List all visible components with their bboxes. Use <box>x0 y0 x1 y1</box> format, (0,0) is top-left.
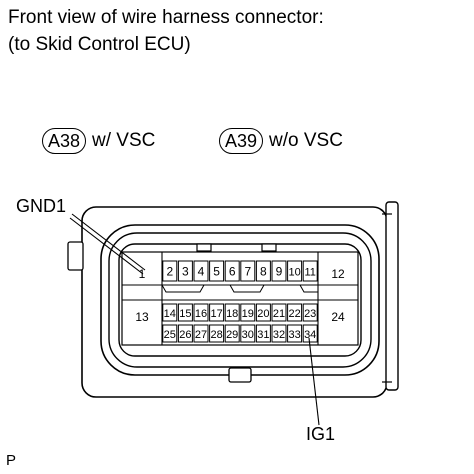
pin-number-33: 33 <box>288 329 300 341</box>
pin-number-4: 4 <box>198 265 205 279</box>
pin-number-7: 7 <box>244 265 251 279</box>
pin-cell-32 <box>271 324 287 343</box>
pin-cell-2 <box>162 260 178 282</box>
corner-mark: P <box>6 452 17 469</box>
bottom-key <box>228 367 252 383</box>
pin-number-5: 5 <box>213 265 220 279</box>
pin-cell-18 <box>224 303 240 322</box>
diagram-subtitle: (to Skid Control ECU) <box>8 34 191 55</box>
pin-number-34: 34 <box>304 329 316 341</box>
pin-number-6: 6 <box>229 265 236 279</box>
pin-cell-7 <box>240 260 256 282</box>
pin-number-8: 8 <box>260 265 267 279</box>
pin-cell-31 <box>255 324 271 343</box>
pin-cell-22 <box>287 303 303 322</box>
pin-cell-23 <box>302 303 318 322</box>
variant-a39: A39 w/o VSC <box>219 128 343 154</box>
pin-cell-11 <box>302 260 318 282</box>
pin-number-27: 27 <box>195 329 207 341</box>
left-lock-tab <box>67 241 84 271</box>
pin-cell-20 <box>255 303 271 322</box>
pin-number-15: 15 <box>179 308 191 320</box>
gnd1-leader-2 <box>69 217 144 275</box>
ig1-leader <box>308 337 320 426</box>
pin-cell-9 <box>271 260 287 282</box>
pin-cell-8 <box>255 260 271 282</box>
gnd1-label: GND1 <box>16 196 67 216</box>
pin-cell-10 <box>287 260 303 282</box>
terminal-grid-outline <box>121 251 359 346</box>
pin-number-25: 25 <box>164 329 176 341</box>
pin-number-17: 17 <box>210 308 222 320</box>
pin-cell-3 <box>177 260 193 282</box>
pin-number-29: 29 <box>226 329 238 341</box>
variant-a38: A38 w/ VSC <box>42 128 155 154</box>
pin-number-30: 30 <box>242 329 254 341</box>
pin-number-26: 26 <box>179 329 191 341</box>
pin-number-24: 24 <box>331 310 345 324</box>
gnd1-leader <box>71 213 146 271</box>
pin-number-20: 20 <box>257 308 269 320</box>
pin-cell-27 <box>193 324 209 343</box>
pin-cell-19 <box>240 303 256 322</box>
ig1-label: IG1 <box>306 424 336 444</box>
pin-number-9: 9 <box>276 265 283 279</box>
pin-cell-25 <box>162 324 178 343</box>
pin-cell-29 <box>224 324 240 343</box>
right-latch <box>385 201 399 391</box>
pin-cell-26 <box>177 324 193 343</box>
pin-number-31: 31 <box>257 329 269 341</box>
pin-cell-4 <box>193 260 209 282</box>
pin-number-18: 18 <box>226 308 238 320</box>
pin-cell-21 <box>271 303 287 322</box>
pin-cell-33 <box>287 324 303 343</box>
pin-cell-34 <box>302 324 318 343</box>
pin-number-3: 3 <box>182 265 189 279</box>
pin-cell-28 <box>209 324 225 343</box>
connector-code-a38: A38 <box>42 128 87 154</box>
pin-cell-15 <box>177 303 193 322</box>
pin-cell-5 <box>209 260 225 282</box>
pin-number-11: 11 <box>304 267 315 279</box>
pin-number-22: 22 <box>288 308 300 320</box>
top-key-left <box>196 243 212 252</box>
connector-code-a39: A39 <box>219 128 264 154</box>
pin-number-23: 23 <box>304 308 316 320</box>
pin-cell-6 <box>224 260 240 282</box>
pin-number-28: 28 <box>210 329 222 341</box>
pin-number-19: 19 <box>242 308 254 320</box>
pin-cell-14 <box>162 303 178 322</box>
variant-label-a38: w/ VSC <box>92 130 156 151</box>
pin-number-13: 13 <box>135 310 149 324</box>
top-key-right <box>261 243 277 252</box>
variant-label-a39: w/o VSC <box>269 130 343 151</box>
pin-cell-17 <box>209 303 225 322</box>
pin-number-16: 16 <box>195 308 207 320</box>
pin-number-21: 21 <box>273 308 285 320</box>
pin-number-12: 12 <box>331 267 345 281</box>
pin-number-10: 10 <box>288 267 300 279</box>
spacer-ridge <box>161 284 318 293</box>
diagram-title: Front view of wire harness connector: <box>8 7 324 28</box>
pin-cell-16 <box>193 303 209 322</box>
pin-number-2: 2 <box>166 265 173 279</box>
pin-number-14: 14 <box>164 308 176 320</box>
pin-cell-30 <box>240 324 256 343</box>
pin-number-32: 32 <box>273 329 285 341</box>
